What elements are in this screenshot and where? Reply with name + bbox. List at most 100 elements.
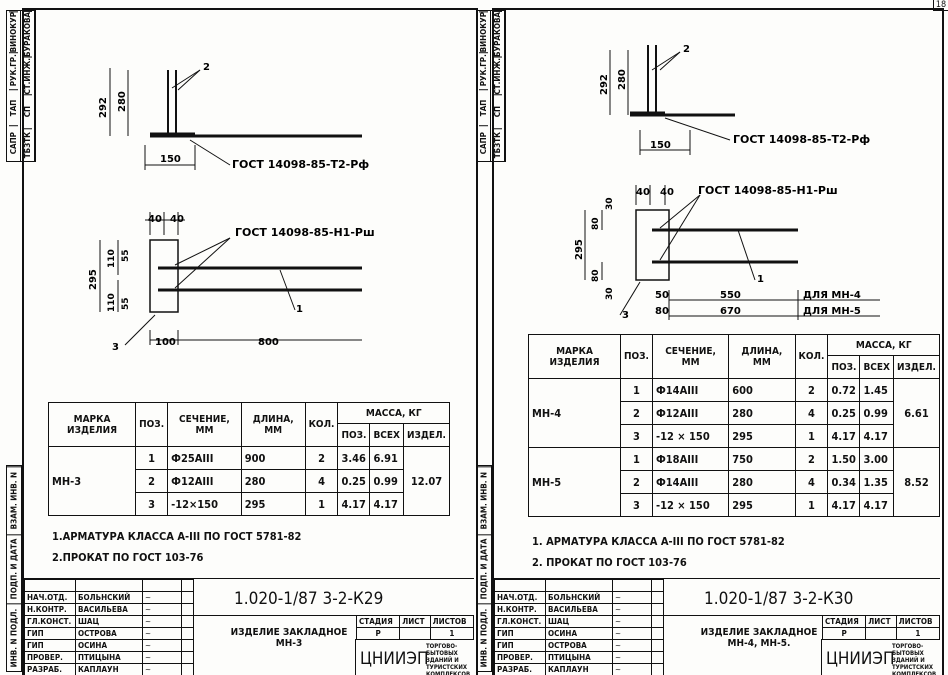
cell-mall: 6.91 xyxy=(369,446,404,470)
dim-label: 3 xyxy=(112,342,119,353)
cell-qty: 1 xyxy=(794,493,829,517)
cell-mpos: 0.72 xyxy=(827,378,861,402)
sheets-value: 1 xyxy=(895,627,941,640)
col-pos: ПОЗ. xyxy=(619,334,653,379)
staff-row: Н.КОНТР.ВАСИЛЬЕВА~ xyxy=(24,603,194,616)
cell-section: -12 × 150 xyxy=(651,424,730,448)
col-qty: КОЛ. xyxy=(794,334,829,379)
stamp-cell: ПОДП. И ДАТА xyxy=(7,534,21,603)
title-block: НАЧ.ОТД.БОЛЬНСКИЙ~Н.КОНТР.ВАСИЛЬЕВА~ГЛ.К… xyxy=(494,578,941,675)
org-name: ЦНИИЭП xyxy=(360,649,429,669)
col-pos: ПОЗ. xyxy=(135,402,169,447)
dim-label: 55 xyxy=(121,297,131,310)
cell-item-total: 6.61 xyxy=(892,378,941,448)
staff-name: ОСТРОВА xyxy=(75,627,143,640)
col-mass-item: ИЗДЕЛ. xyxy=(892,355,941,379)
col-mass: МАССА, КГ xyxy=(337,402,450,424)
staff-name: КАПЛАУН xyxy=(75,663,143,675)
item-marks: МН-3 xyxy=(275,638,303,649)
dim-label: 55 xyxy=(121,249,131,262)
dim-label: 2 xyxy=(203,62,210,73)
staff-name: ОСИНА xyxy=(75,639,143,652)
signature: ~ xyxy=(142,627,182,640)
stage-value: Р xyxy=(821,627,867,640)
staff-name: ШАЦ xyxy=(75,615,143,628)
dim-label: ГОСТ 14098-85-Т2-Рф xyxy=(232,158,369,171)
stamp-cell: ИНВ. N ПОДЛ. xyxy=(477,602,491,671)
dim-label: 1 xyxy=(296,304,303,315)
staff-role: ГИП xyxy=(24,639,76,652)
cell-length: 280 xyxy=(240,469,306,493)
staff-role: ГЛ.КОНСТ. xyxy=(24,615,76,628)
note-1: 1. АРМАТУРА КЛАССА А-III ПО ГОСТ 5781-82 xyxy=(532,535,785,548)
cell-mall: 1.45 xyxy=(859,378,894,402)
sheet-label: ЛИСТ xyxy=(399,615,431,628)
staff-row: ГЛ.КОНСТ.ШАЦ~ xyxy=(494,615,664,628)
dim-label: 3 xyxy=(622,310,629,321)
signature: ~ xyxy=(142,615,182,628)
staff-row: РАЗРАБ.КАПЛАУН~ xyxy=(24,663,194,675)
col-section: СЕЧЕНИЕ, ММ xyxy=(167,402,242,447)
cell-pos: 2 xyxy=(135,469,169,493)
dim-label: 110 xyxy=(107,293,117,312)
col-mark: МАРКА ИЗДЕЛИЯ xyxy=(528,334,621,379)
cell-section: Ф14АIII xyxy=(651,378,730,402)
cell-section: Ф12АIII xyxy=(651,401,730,425)
item-title: ИЗДЕЛИЕ ЗАКЛАДНОЕ xyxy=(230,627,348,638)
dim-label: 800 xyxy=(258,337,279,348)
staff-role: НАЧ.ОТД. xyxy=(24,591,76,604)
dim-label: 30 xyxy=(605,197,615,210)
dim-label: 80 xyxy=(655,306,669,317)
staff-role: РАЗРАБ. xyxy=(494,663,546,675)
cell-qty: 4 xyxy=(794,401,829,425)
cell-length: 280 xyxy=(728,470,796,494)
signature: ~ xyxy=(612,627,652,640)
sheet-frame xyxy=(492,8,944,675)
note-2: 2.ПРОКАТ ПО ГОСТ 103-76 xyxy=(52,551,204,564)
stage-label: СТАДИЯ xyxy=(355,615,401,628)
col-qty: КОЛ. xyxy=(304,402,339,447)
staff-role: Н.КОНТР. xyxy=(24,603,76,616)
dim-label: 150 xyxy=(160,154,181,165)
staff-name: ВАСИЛЬЕВА xyxy=(545,603,613,616)
cell-mpos: 0.34 xyxy=(827,470,861,494)
cell-section: Ф12АIII xyxy=(167,469,242,493)
dim-label: 40 xyxy=(660,187,674,198)
dim-label: 292 xyxy=(599,74,610,95)
dim-label: ДЛЯ МН-4 xyxy=(803,290,861,301)
staff-name: ПТИЦЫНА xyxy=(545,651,613,664)
item-title: ИЗДЕЛИЕ ЗАКЛАДНОЕ xyxy=(700,627,818,638)
cell-length: 750 xyxy=(728,447,796,471)
cell-section: -12 × 150 xyxy=(651,493,730,517)
stamp-cell: ВЗАМ. ИНВ. N xyxy=(7,466,21,535)
col-mark: МАРКА ИЗДЕЛИЯ xyxy=(47,402,137,447)
cell-length: 600 xyxy=(728,378,796,402)
sheet-label: ЛИСТ xyxy=(865,615,897,628)
cell-mpos: 0.25 xyxy=(337,469,371,493)
dim-label: 295 xyxy=(574,239,585,260)
staff-name: КАПЛАУН xyxy=(545,663,613,675)
staff-name: БОЛЬНСКИЙ xyxy=(75,591,143,604)
staff-name: БОЛЬНСКИЙ xyxy=(545,591,613,604)
cell-qty: 2 xyxy=(794,447,829,471)
cell-section: Ф25АIII xyxy=(167,446,242,470)
sheets-label: ЛИСТОВ xyxy=(429,615,475,628)
staff-row: ПРОВЕР.ПТИЦЫНА~ xyxy=(494,651,664,664)
cell-pos: 1 xyxy=(135,446,169,470)
org-description: ТОРГОВО-БЫТОВЫХ ЗДАНИЙ И ТУРИСТСКИХ КОМП… xyxy=(892,643,937,675)
sheets-label: ЛИСТОВ xyxy=(895,615,941,628)
staff-role: НАЧ.ОТД. xyxy=(494,591,546,604)
signature: ~ xyxy=(142,663,182,675)
staff-role: ГИП xyxy=(24,627,76,640)
cell-qty: 1 xyxy=(794,424,829,448)
staff-name: ПТИЦЫНА xyxy=(75,651,143,664)
dim-label: 30 xyxy=(605,287,615,300)
